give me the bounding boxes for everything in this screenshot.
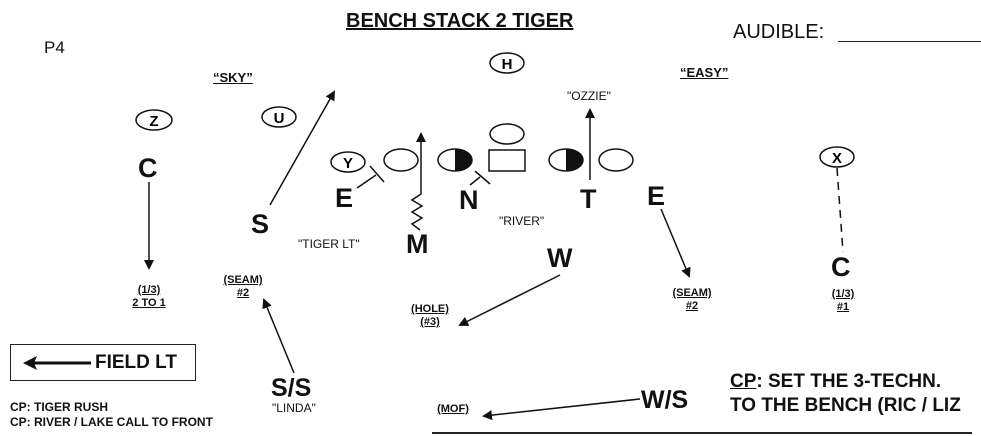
offense-u: U <box>261 106 297 128</box>
defender-e-right: E <box>647 181 666 211</box>
offense-y: Y <box>330 151 366 173</box>
zone-ss-line2: #2 <box>236 287 250 299</box>
defender-c-left: C <box>138 153 158 183</box>
center <box>488 149 526 172</box>
zone-c-left-line1: (1/3) <box>137 284 161 296</box>
field-direction-label: FIELD LT <box>95 352 177 373</box>
defender-ss: S/S <box>271 374 312 402</box>
zone-ws: (MOF) <box>430 403 476 416</box>
zone-ws-line1: (MOF) <box>437 403 469 415</box>
play-title: BENCH STACK 2 TIGER <box>346 10 574 32</box>
call-river: "RIVER" <box>499 214 545 228</box>
left-arrow-icon <box>23 356 91 370</box>
guard-right-half-shaded <box>548 148 584 172</box>
defender-e-left: E <box>335 183 354 213</box>
coaching-point-1: CP: TIGER RUSH <box>10 400 109 414</box>
call-linda: "LINDA" <box>272 401 316 415</box>
defender-c-right: C <box>831 252 851 282</box>
coaching-point-right: CP: SET THE 3-TECHN. TO THE BENCH (RIC /… <box>730 370 961 418</box>
offense-h: H <box>489 52 525 74</box>
defender-m: M <box>406 229 429 259</box>
audible-blank[interactable] <box>838 41 981 42</box>
zone-w-line1: (HOLE) <box>411 303 449 315</box>
defender-ws: W/S <box>641 386 689 414</box>
cp-prefix: CP <box>730 371 757 392</box>
quarterback <box>489 123 525 145</box>
zone-ss-line1: (SEAM) <box>223 274 263 286</box>
bottom-divider <box>432 432 972 434</box>
offense-h-label: H <box>502 56 513 73</box>
ss-arrow <box>262 298 295 374</box>
call-tiger-lt: "TIGER LT" <box>298 237 360 251</box>
e-left-block <box>356 174 377 189</box>
defender-n: N <box>459 185 479 215</box>
offense-z-label: Z <box>149 113 158 130</box>
tackle-right <box>598 148 634 172</box>
ws-arrow <box>482 398 641 421</box>
offense-x-label: X <box>832 150 842 167</box>
guard-left-half-shaded <box>437 148 473 172</box>
page-label: P4 <box>44 38 65 57</box>
coaching-point-2: CP: RIVER / LAKE CALL TO FRONT <box>10 415 213 429</box>
x-dashed-line <box>836 167 844 253</box>
zone-ss: (SEAM) #2 <box>215 274 271 300</box>
m-zigzag-arrow <box>410 132 426 231</box>
n-block <box>469 176 481 186</box>
cp-line1: : SET THE 3-TECHN. <box>756 371 942 392</box>
call-ozzie: "OZZIE" <box>567 89 611 103</box>
zone-e-right-line1: (SEAM) <box>672 287 712 299</box>
e-right-arrow <box>660 208 691 278</box>
zone-w: (HOLE) (#3) <box>403 303 457 329</box>
defender-w: W <box>547 243 573 273</box>
call-easy: “EASY” <box>680 65 729 80</box>
s-arrow <box>269 90 335 206</box>
n-block-bar <box>474 170 491 185</box>
offense-y-label: Y <box>343 155 353 172</box>
tackle-left <box>383 148 419 172</box>
w-arrow <box>458 274 561 326</box>
cp-line2: TO THE BENCH (RIC / LIZ <box>730 395 961 416</box>
offense-u-label: U <box>274 110 285 127</box>
defender-t: T <box>580 184 597 214</box>
offense-x: X <box>819 146 855 168</box>
field-direction-box: FIELD LT <box>10 344 196 381</box>
zone-c-right-line1: (1/3) <box>831 288 855 300</box>
audible-label: AUDIBLE: <box>733 21 825 43</box>
zone-c-left-line2: 2 TO 1 <box>132 297 166 309</box>
zone-c-right: (1/3) #1 <box>826 288 860 314</box>
defender-s: S <box>251 209 270 239</box>
offense-z: Z <box>135 109 173 131</box>
e-left-block-bar <box>369 165 385 183</box>
zone-c-left: (1/3) 2 TO 1 <box>126 284 172 310</box>
zone-e-right-line2: #2 <box>685 300 699 312</box>
call-sky: “SKY” <box>213 70 253 85</box>
zone-c-right-line2: #1 <box>836 301 850 313</box>
zone-e-right: (SEAM) #2 <box>664 287 720 313</box>
zone-w-line2: (#3) <box>420 316 440 328</box>
